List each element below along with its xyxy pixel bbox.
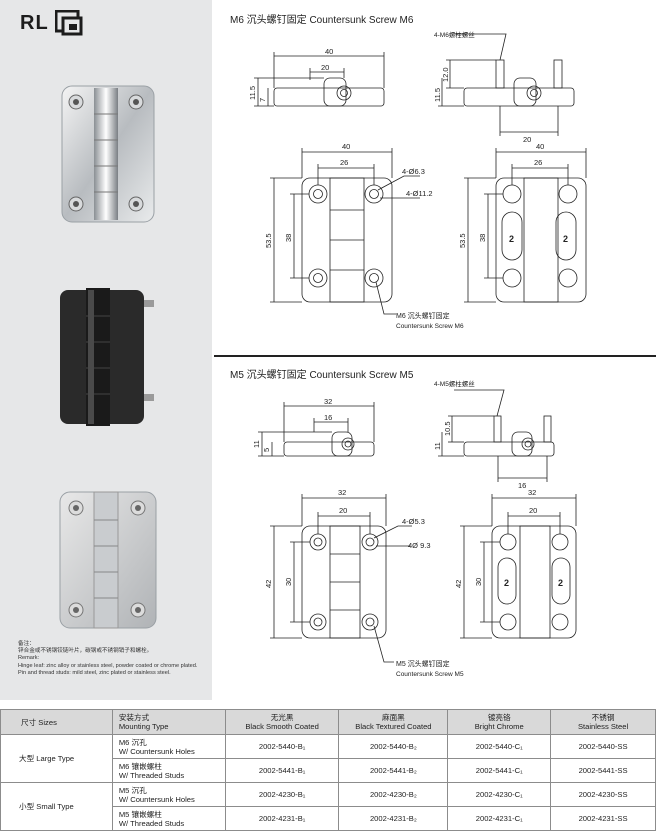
- size-small: 小型 Small Type: [0, 782, 113, 831]
- part-number: 2002-4230-SS: [550, 782, 656, 807]
- m5-stud-label: 4-M5螺柱螺丝: [434, 379, 475, 388]
- part-number: 2002-4231-SS: [550, 806, 656, 831]
- part-number: 2002-5440-SS: [550, 734, 656, 759]
- part-number: 2002-5441-SS: [550, 758, 656, 783]
- m5-side-h5: 5: [262, 448, 271, 452]
- m6-back-mark-right: 2: [563, 234, 568, 244]
- remarks-en-line1: Hinge leaf: zinc alloy or stainless stee…: [18, 662, 198, 669]
- part-number: 2002-5440-C₁: [447, 734, 552, 759]
- brand-mark-icon: [54, 10, 83, 36]
- m5-front-w32: 32: [338, 488, 346, 497]
- part-number: 2002-4231-C₁: [447, 806, 552, 831]
- m6-drawings: 40 20 11.5 7 4-M6螺柱螺丝 12.0 11.5 20 40 26…: [248, 30, 587, 330]
- m5-side-h11: 11: [252, 440, 261, 448]
- chrome-hinge-photo: [61, 85, 155, 223]
- part-number: 2002-5441-B₁: [224, 758, 340, 783]
- m6-back-mark-left: 2: [509, 234, 514, 244]
- m5-callout-en: Countersunk Screw M5: [396, 671, 464, 678]
- m5-front-hole1: 4-Ø5.3: [402, 517, 425, 526]
- m6-callout-en: Countersunk Screw M6: [396, 323, 464, 330]
- m5-side-w16: 16: [324, 413, 332, 422]
- m5-side-w32: 32: [324, 397, 332, 406]
- m6-front-w40: 40: [342, 142, 350, 151]
- m6-stud-label: 4-M6螺柱螺丝: [434, 30, 475, 39]
- black-hinge-photo: [60, 288, 154, 426]
- m6-back-w26: 26: [534, 158, 542, 167]
- section-divider: [214, 355, 656, 357]
- m5-back-mark-left: 2: [504, 578, 509, 588]
- m6-front-w26: 26: [340, 158, 348, 167]
- m6-side-w20: 20: [321, 63, 329, 72]
- remarks-en-line2: Pin and thread studs: mild steel, zinc p…: [18, 669, 171, 676]
- m5-front-h30: 30: [284, 578, 293, 586]
- part-number: 2002-4231-B₂: [338, 806, 449, 831]
- part-number: 2002-4231-B₁: [224, 806, 340, 831]
- header-sizes: 尺寸 Sizes: [0, 709, 113, 735]
- m6-side-w40: 40: [325, 47, 333, 56]
- m5-drawings: 32 16 11 5 4-M5螺柱螺丝 10.5 11 16 32 20 42 …: [252, 379, 577, 678]
- m5-stud-h10_5: 10.5: [443, 421, 452, 436]
- remarks-cn: 锌合金或不锈钢铰链叶片，碳钢或不锈钢销子和螺栓。: [18, 648, 153, 655]
- part-number: 2002-5441-B₂: [338, 758, 449, 783]
- m5-stud-h11: 11: [433, 442, 442, 450]
- part-number: 2002-4230-B₁: [224, 782, 340, 807]
- part-number: 2002-5441-C₁: [447, 758, 552, 783]
- m5-front-hole2: 4Ø 9.3: [408, 541, 431, 550]
- m5-back-mark-right: 2: [558, 578, 563, 588]
- m6-front-hole1: 4-Ø6.3: [402, 167, 425, 176]
- part-number: 2002-5440-B₂: [338, 734, 449, 759]
- m6-callout-cn: M6 沉头螺钉固定: [396, 311, 450, 320]
- m6-side-h7: 7: [258, 98, 267, 102]
- remarks-block: 备注： 锌合金或不锈钢铰链叶片，碳钢或不锈钢销子和螺栓。 Remark: Hin…: [18, 641, 208, 677]
- brand-logo: RL: [20, 10, 83, 36]
- m5-section-title: M5 沉头螺钉固定 Countersunk Screw M5: [230, 370, 414, 381]
- m5-stud-w16: 16: [518, 481, 526, 490]
- m6-stud-h12: 12.0: [441, 67, 450, 82]
- m6-stud-h11_5: 11.5: [433, 88, 442, 102]
- part-number: 2002-4230-B₂: [338, 782, 449, 807]
- product-photo-panel: RL: [0, 0, 212, 700]
- m6-back-w40: 40: [536, 142, 544, 151]
- size-large: 大型 Large Type: [0, 734, 113, 783]
- m6-side-h11_5: 11.5: [248, 86, 257, 100]
- m6-front-h38: 38: [284, 234, 293, 242]
- m6-section-title: M6 沉头螺钉固定 Countersunk Screw M6: [230, 15, 414, 26]
- stainless-hinge-photo: [59, 491, 157, 629]
- m6-stud-w20: 20: [523, 135, 531, 144]
- remarks-heading: 备注：: [18, 641, 35, 647]
- part-number: 2002-5440-B₁: [224, 734, 340, 759]
- m6-front-hole2: 4-Ø11.2: [406, 189, 433, 198]
- remarks-en-heading: Remark:: [18, 655, 40, 662]
- m5-back-h42: 42: [454, 580, 463, 588]
- m6-back-h38: 38: [478, 234, 487, 242]
- m5-back-w20: 20: [529, 506, 537, 515]
- m6-front-h53_5: 53.5: [264, 233, 273, 248]
- part-number: 2002-4230-C₁: [447, 782, 552, 807]
- m5-back-h30: 30: [474, 578, 483, 586]
- logo-text: RL: [20, 11, 49, 34]
- m6-back-h53_5: 53.5: [458, 233, 467, 248]
- m5-front-h42: 42: [264, 580, 273, 588]
- m5-front-w20: 20: [339, 506, 347, 515]
- m5-callout-cn: M5 沉头螺钉固定: [396, 659, 450, 668]
- m5-back-w32: 32: [528, 488, 536, 497]
